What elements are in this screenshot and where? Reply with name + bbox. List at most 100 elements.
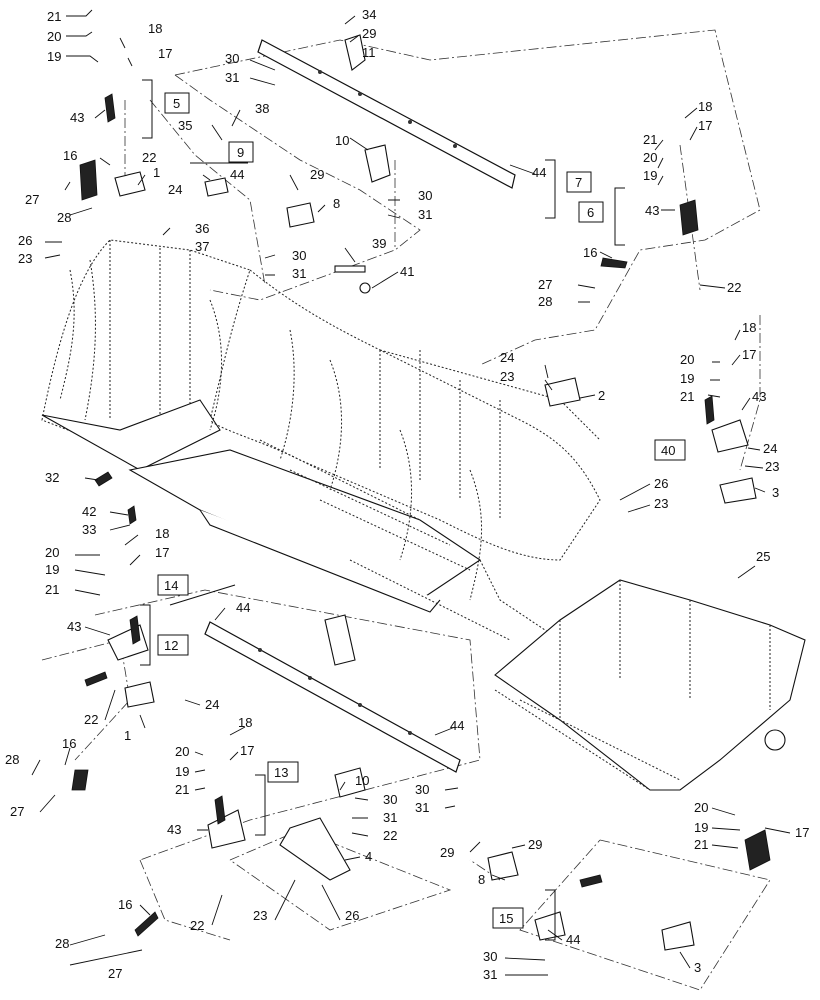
callout-label: 16 — [118, 897, 132, 912]
callout-label: 18 — [698, 99, 712, 114]
callout-label: 20 — [680, 352, 694, 367]
callout-label: 31 — [415, 800, 429, 815]
callout-label: 31 — [383, 810, 397, 825]
callout-label: 27 — [10, 804, 24, 819]
callout-label: 44 — [566, 932, 580, 947]
callout-label: 18 — [148, 21, 162, 36]
callout-label: 27 — [108, 966, 122, 981]
callout-label: 1 — [124, 728, 131, 743]
callout-label: 20 — [694, 800, 708, 815]
callout-label: 36 — [195, 221, 209, 236]
callout-label: 43 — [752, 389, 766, 404]
callout-label: 23 — [18, 251, 32, 266]
callout-label: 22 — [190, 918, 204, 933]
callout-label: 22 — [383, 828, 397, 843]
callout-label: 19 — [45, 562, 59, 577]
callout-label: 21 — [680, 389, 694, 404]
callout-label: 4 — [365, 849, 372, 864]
callout-label: 21 — [694, 837, 708, 852]
callout-label: 43 — [70, 110, 84, 125]
upper-rail — [257, 39, 516, 189]
callout-label: 3 — [694, 960, 701, 975]
callout-label: 29 — [310, 167, 324, 182]
callout-label: 17 — [240, 743, 254, 758]
callout-label: 22 — [84, 712, 98, 727]
callout-label: 17 — [742, 347, 756, 362]
callout-label: 23 — [253, 908, 267, 923]
callout-label: 28 — [538, 294, 552, 309]
callout-label: 8 — [333, 196, 340, 211]
boxed-label: 14 — [164, 578, 178, 593]
callout-label: 26 — [654, 476, 668, 491]
callout-label: 28 — [57, 210, 71, 225]
callout-label: 1 — [153, 165, 160, 180]
callout-label: 18 — [238, 715, 252, 730]
callout-label: 18 — [742, 320, 756, 335]
callout-label: 43 — [67, 619, 81, 634]
boxed-label: 6 — [587, 205, 594, 220]
callout-label: 37 — [195, 239, 209, 254]
boxed-labels: 5 9 7 6 40 14 12 13 15 — [157, 92, 686, 929]
callout-label: 29 — [362, 26, 376, 41]
boxed-label: 12 — [164, 638, 178, 653]
boxed-label: 9 — [237, 145, 244, 160]
callout-label: 8 — [478, 872, 485, 887]
callout-label: 35 — [178, 118, 192, 133]
callout-label: 30 — [415, 782, 429, 797]
callout-label: 33 — [82, 522, 96, 537]
callout-label: 24 — [763, 441, 777, 456]
callout-label: 44 — [236, 600, 250, 615]
callout-label: 23 — [500, 369, 514, 384]
callout-label: 16 — [62, 736, 76, 751]
callout-label: 17 — [158, 46, 172, 61]
callout-label: 28 — [55, 936, 69, 951]
callout-label: 21 — [45, 582, 59, 597]
callout-label: 11 — [362, 45, 376, 60]
callout-label: 30 — [483, 949, 497, 964]
callout-label: 22 — [142, 150, 156, 165]
callout-label: 22 — [727, 280, 741, 295]
main-header-frame — [41, 239, 806, 791]
callout-label: 43 — [645, 203, 659, 218]
callout-label: 21 — [643, 132, 657, 147]
callout-label: 31 — [292, 266, 306, 281]
callout-label: 3 — [772, 485, 779, 500]
callout-label: 16 — [583, 245, 597, 260]
callout-label: 43 — [167, 822, 181, 837]
callout-label: 42 — [82, 504, 96, 519]
callout-label: 39 — [372, 236, 386, 251]
callout-label: 17 — [698, 118, 712, 133]
leader-lines — [31, 9, 791, 976]
callout-label: 20 — [175, 744, 189, 759]
boxed-label: 7 — [575, 175, 582, 190]
callout-label: 29 — [440, 845, 454, 860]
callout-label: 38 — [255, 101, 269, 116]
callout-label: 24 — [205, 697, 219, 712]
callout-label: 44 — [230, 167, 244, 182]
callout-label: 27 — [538, 277, 552, 292]
callout-label: 17 — [795, 825, 809, 840]
callout-label: 30 — [418, 188, 432, 203]
callout-label: 31 — [225, 70, 239, 85]
callout-label: 17 — [155, 545, 169, 560]
callout-label: 30 — [383, 792, 397, 807]
callout-label: 19 — [680, 371, 694, 386]
callout-label: 16 — [63, 148, 77, 163]
callout-label: 10 — [355, 773, 369, 788]
boxed-label: 40 — [661, 443, 675, 458]
group-braces — [140, 79, 625, 941]
callout-label: 30 — [292, 248, 306, 263]
callout-label: 25 — [756, 549, 770, 564]
callout-label: 21 — [175, 782, 189, 797]
callout-label: 23 — [765, 459, 779, 474]
callout-label: 21 — [47, 9, 61, 24]
callout-label: 30 — [225, 51, 239, 66]
callout-label: 2 — [598, 388, 605, 403]
callout-label: 19 — [694, 820, 708, 835]
callout-label: 31 — [418, 207, 432, 222]
callout-label: 44 — [450, 718, 464, 733]
callout-label: 19 — [175, 764, 189, 779]
boxed-label: 13 — [274, 765, 288, 780]
